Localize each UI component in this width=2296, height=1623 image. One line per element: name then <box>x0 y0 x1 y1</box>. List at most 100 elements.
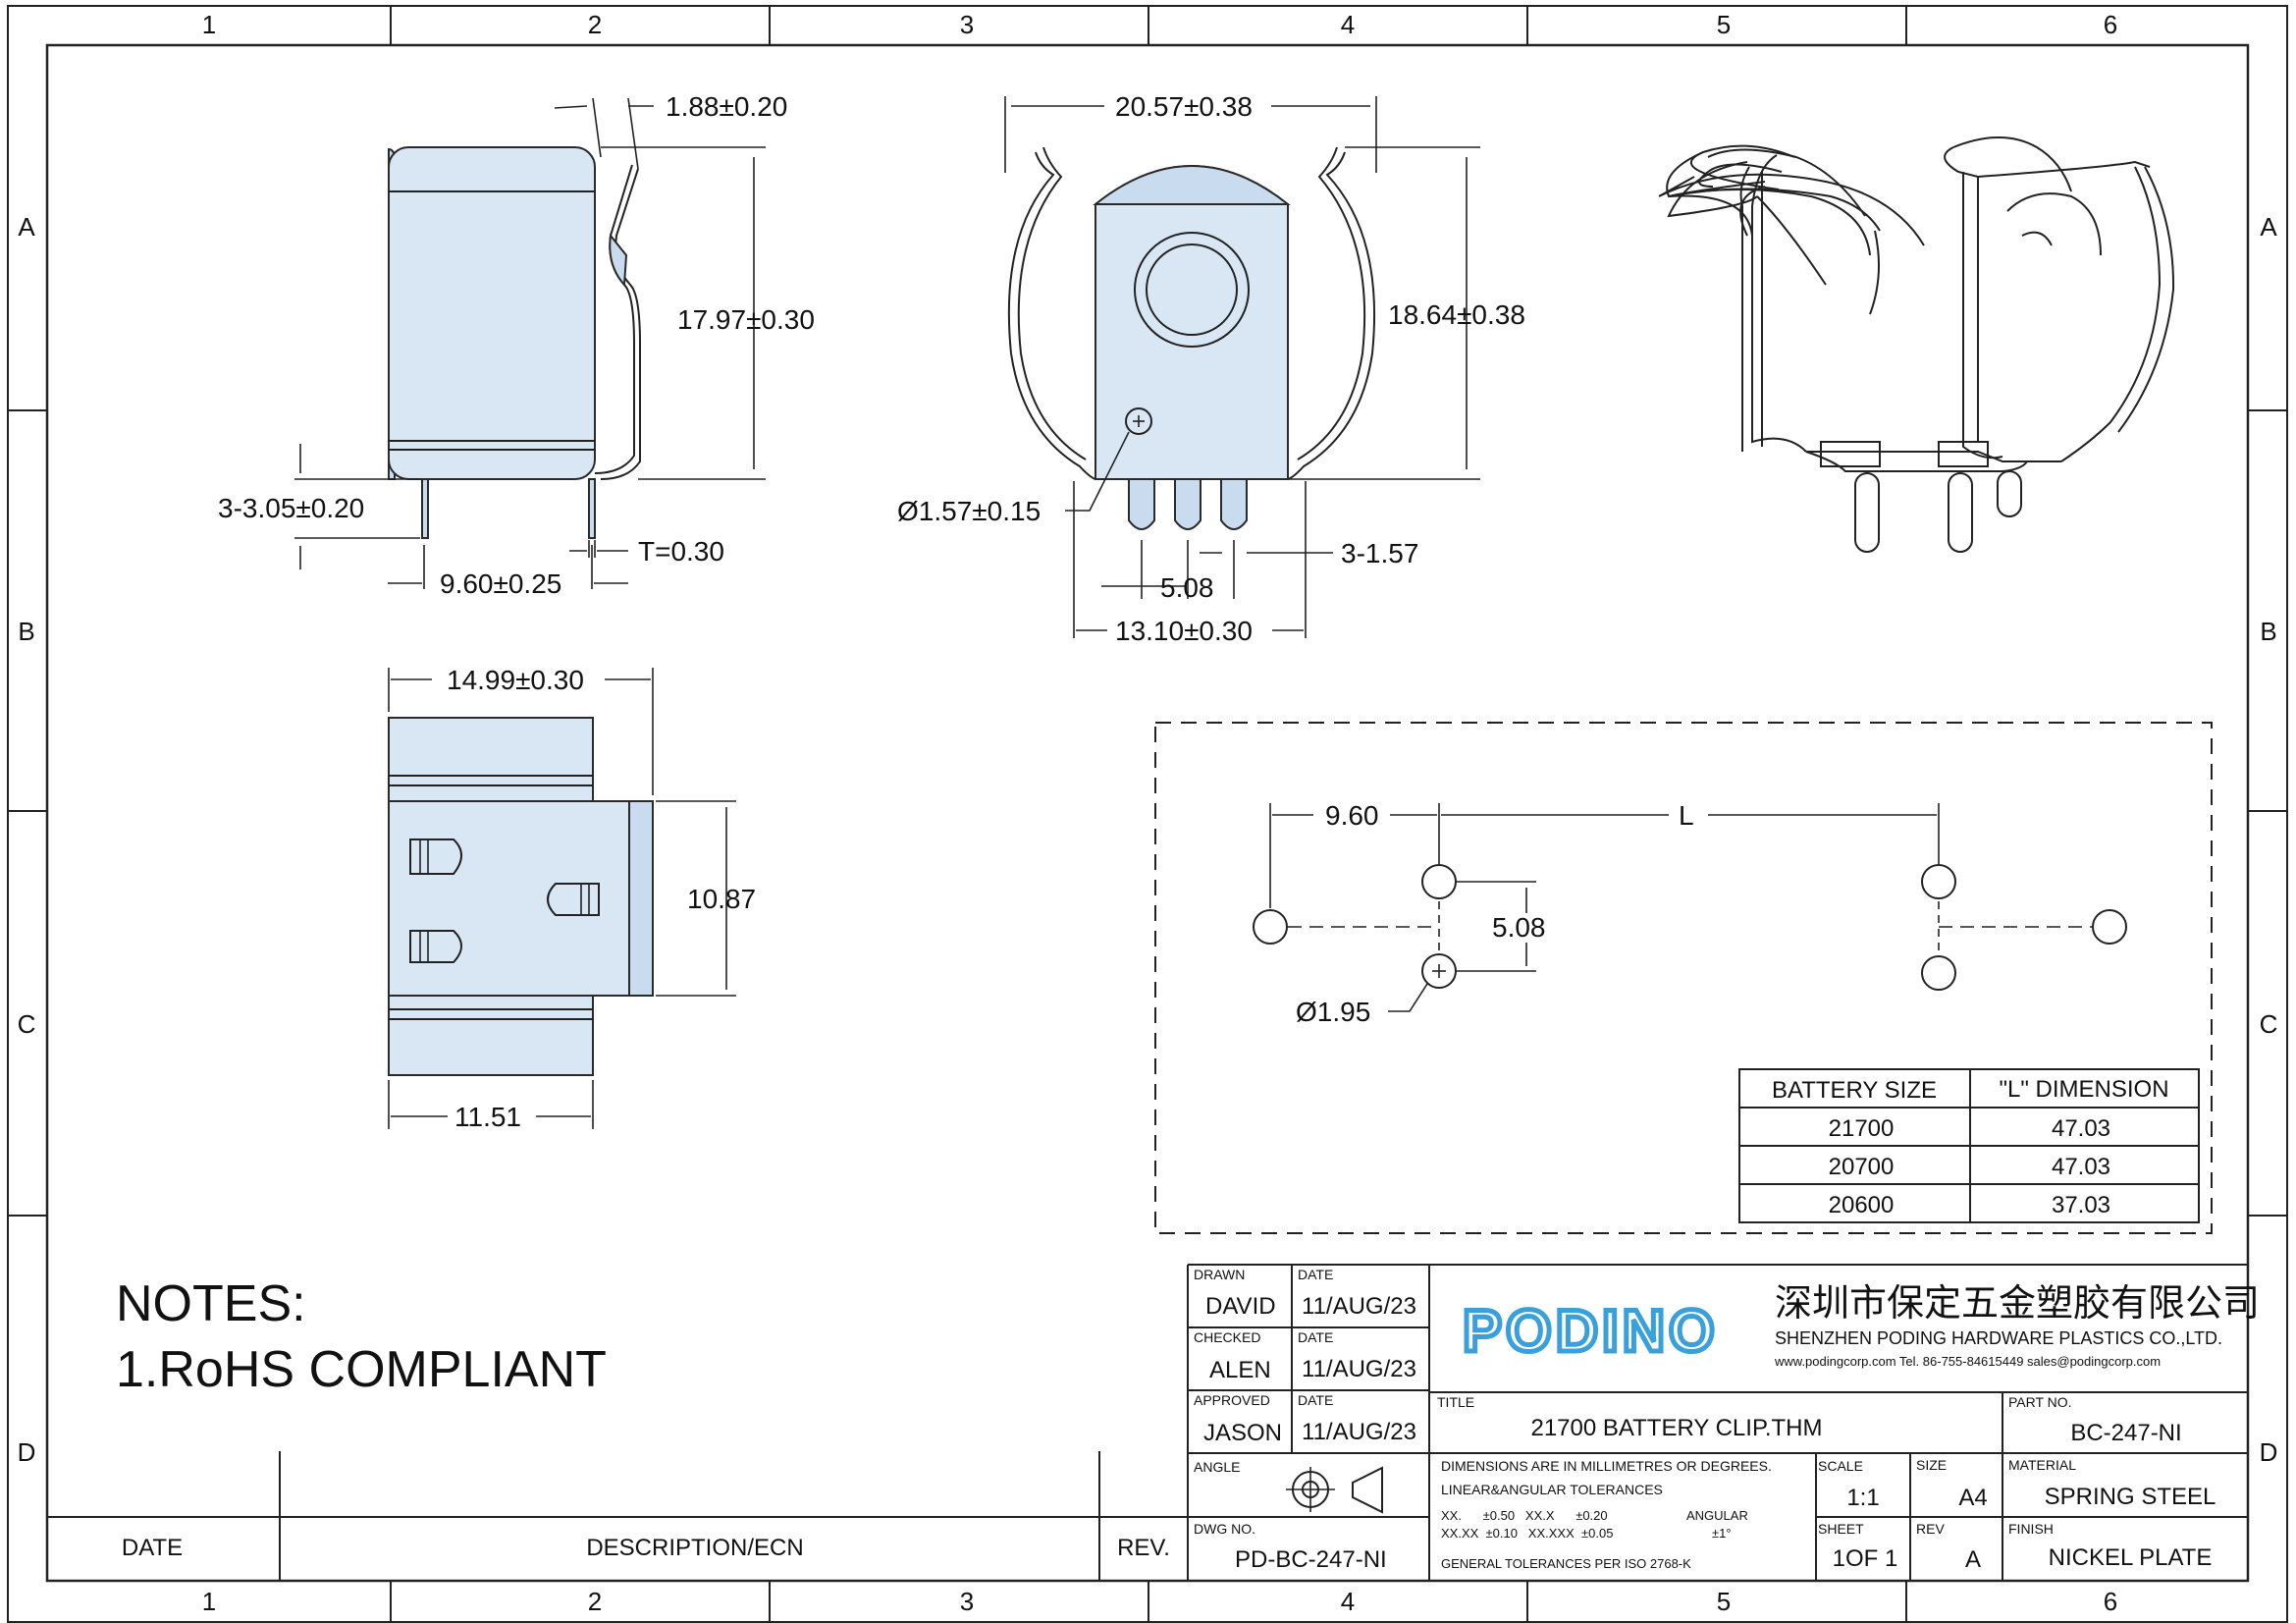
pcb-hole-4 <box>1921 864 1956 899</box>
front-pin-1 <box>1128 478 1155 530</box>
dim-top-tab: 10.87 <box>687 884 756 914</box>
pcb-hole-3 <box>1421 953 1457 989</box>
tb-part: BC-247-NI <box>2070 1420 2181 1446</box>
zone-labels: 1 2 3 4 5 6 1 2 3 4 5 6 A B C D A B C D <box>18 10 2278 1616</box>
row-label-b-right: B <box>2260 617 2276 646</box>
tb-tol-4: XX.XX ±0.10 XX.XXX ±0.05 <box>1441 1526 1613 1541</box>
dim-front-width: 20.57±0.38 <box>1115 91 1253 122</box>
front-pin-3 <box>1220 478 1248 530</box>
dim-front-pin-span: 13.10±0.30 <box>1115 616 1253 646</box>
rev-rev-header: REV. <box>1117 1535 1170 1561</box>
tb-part-label: PART NO. <box>2008 1394 2072 1410</box>
row-label-a: A <box>18 212 35 242</box>
col-label-2: 2 <box>588 10 602 39</box>
tb-checked-date-label: DATE <box>1298 1329 1333 1345</box>
pcb-hole-6 <box>2092 909 2127 945</box>
tb-material: SPRING STEEL <box>2045 1484 2216 1510</box>
rev-description-header: DESCRIPTION/ECN <box>586 1535 803 1561</box>
dim-front-pin-width: 3-1.57 <box>1341 538 1418 568</box>
tb-title: 21700 BATTERY CLIP.THM <box>1530 1415 1822 1441</box>
tb-sheet: 1OF 1 <box>1833 1545 1898 1572</box>
title-block: DRAWN DAVID DATE 11/AUG/23 CHECKED ALEN … <box>1187 1264 2260 1581</box>
tb-drawn-label: DRAWN <box>1194 1267 1245 1282</box>
pcb-hole-1 <box>1253 909 1288 945</box>
dim-side-pin-length: 3-3.05±0.20 <box>218 493 364 523</box>
tb-checked-label: CHECKED <box>1194 1329 1260 1345</box>
notes-title: NOTES: <box>116 1275 306 1332</box>
row-label-a-right: A <box>2260 212 2277 242</box>
table-cell-l-3: 37.03 <box>2052 1192 2110 1218</box>
table-cell-size-2: 20700 <box>1829 1154 1895 1180</box>
col-label-6: 6 <box>2104 10 2117 39</box>
row-label-d-right: D <box>2260 1437 2278 1467</box>
tb-size: A4 <box>1958 1485 1987 1511</box>
tb-material-label: MATERIAL <box>2008 1457 2076 1473</box>
notes-line-1: 1.RoHS COMPLIANT <box>116 1341 607 1398</box>
table-cell-l-1: 47.03 <box>2052 1115 2110 1142</box>
tb-tol-1: DIMENSIONS ARE IN MILLIMETRES OR DEGREES… <box>1441 1458 1772 1474</box>
col-label-1: 1 <box>202 10 216 39</box>
side-view-body <box>388 146 596 480</box>
front-view-boss-outer <box>1134 232 1250 348</box>
dim-pcb-l: L <box>1679 800 1694 831</box>
tb-scale: 1:1 <box>1846 1485 1879 1511</box>
dim-side-height: 17.97±0.30 <box>677 304 815 335</box>
side-view: 1.88±0.20 17.97±0.30 3-3.05±0.20 9.60±0.… <box>218 91 815 599</box>
front-pin-2 <box>1174 478 1201 530</box>
row-label-b: B <box>18 617 34 646</box>
tb-rev-label: REV <box>1916 1521 1945 1537</box>
table-header-battery-size: BATTERY SIZE <box>1772 1077 1937 1104</box>
col-label-5: 5 <box>1717 10 1731 39</box>
tb-dwg: PD-BC-247-NI <box>1235 1546 1387 1573</box>
tb-company-cn: 深圳市保定五金塑胶有限公司 <box>1775 1283 2260 1325</box>
col-label-4-bottom: 4 <box>1341 1587 1355 1616</box>
tb-angle-label: ANGLE <box>1194 1459 1240 1475</box>
col-label-1-bottom: 1 <box>202 1587 216 1616</box>
tb-drawn: DAVID <box>1205 1293 1276 1320</box>
dim-front-pin-pitch: 5.08 <box>1160 572 1214 603</box>
tb-tol-3: XX. ±0.50 XX.X ±0.20 <box>1441 1508 1608 1523</box>
dim-top-width: 14.99±0.30 <box>447 665 584 695</box>
row-label-c-right: C <box>2260 1009 2278 1039</box>
pcb-layout-frame <box>1154 722 2213 1234</box>
row-label-d: D <box>18 1437 36 1467</box>
iso-pin-3 <box>1997 470 2022 517</box>
top-view: 14.99±0.30 10.87 11.51 <box>388 665 756 1132</box>
dim-pcb-hole: Ø1.95 <box>1296 997 1370 1027</box>
front-view-boss-inner <box>1146 243 1238 336</box>
dim-front-hole: Ø1.57±0.15 <box>897 496 1041 526</box>
notes: NOTES: 1.RoHS COMPLIANT <box>116 1275 607 1398</box>
iso-pin-1 <box>1854 472 1880 553</box>
tb-drawn-date-label: DATE <box>1298 1267 1333 1282</box>
dim-top-bottom: 11.51 <box>454 1102 521 1132</box>
tb-approved-date: 11/AUG/23 <box>1302 1419 1416 1445</box>
col-label-3: 3 <box>960 10 974 39</box>
dim-pcb-pitch: 5.08 <box>1492 912 1546 943</box>
pcb-hole-5 <box>1921 955 1956 991</box>
svg-text:PODINO: PODINO <box>1463 1298 1719 1364</box>
tb-approved-label: APPROVED <box>1194 1392 1270 1408</box>
tb-dwg-label: DWG NO. <box>1194 1521 1255 1537</box>
side-pin-left <box>421 478 429 539</box>
iso-pin-2 <box>1948 472 1973 553</box>
tb-finish: NICKEL PLATE <box>2049 1544 2213 1571</box>
third-angle-projection-icon <box>1286 1466 1383 1514</box>
rev-date-header: DATE <box>122 1535 183 1561</box>
col-label-4: 4 <box>1341 10 1355 39</box>
dim-side-thickness: 1.88±0.20 <box>666 91 787 122</box>
top-view-tab <box>388 800 630 997</box>
tb-drawn-date: 11/AUG/23 <box>1302 1293 1416 1320</box>
col-label-5-bottom: 5 <box>1717 1587 1731 1616</box>
tb-size-label: SIZE <box>1916 1457 1947 1473</box>
pcb-hole-2 <box>1421 864 1457 899</box>
table-header-l-dimension: "L" DIMENSION <box>1999 1076 2168 1103</box>
front-view-hole <box>1125 407 1152 435</box>
tb-tol-5: GENERAL TOLERANCES PER ISO 2768-K <box>1441 1556 1691 1571</box>
tb-finish-label: FINISH <box>2008 1521 2054 1537</box>
tb-checked-date: 11/AUG/23 <box>1302 1356 1416 1382</box>
tb-title-label: TITLE <box>1437 1394 1474 1410</box>
tb-company-en: SHENZHEN PODING HARDWARE PLASTICS CO.,LT… <box>1775 1328 2222 1348</box>
side-pin-right <box>588 478 596 539</box>
table-cell-size-3: 20600 <box>1829 1192 1895 1218</box>
tb-rev: A <box>1965 1546 1981 1573</box>
